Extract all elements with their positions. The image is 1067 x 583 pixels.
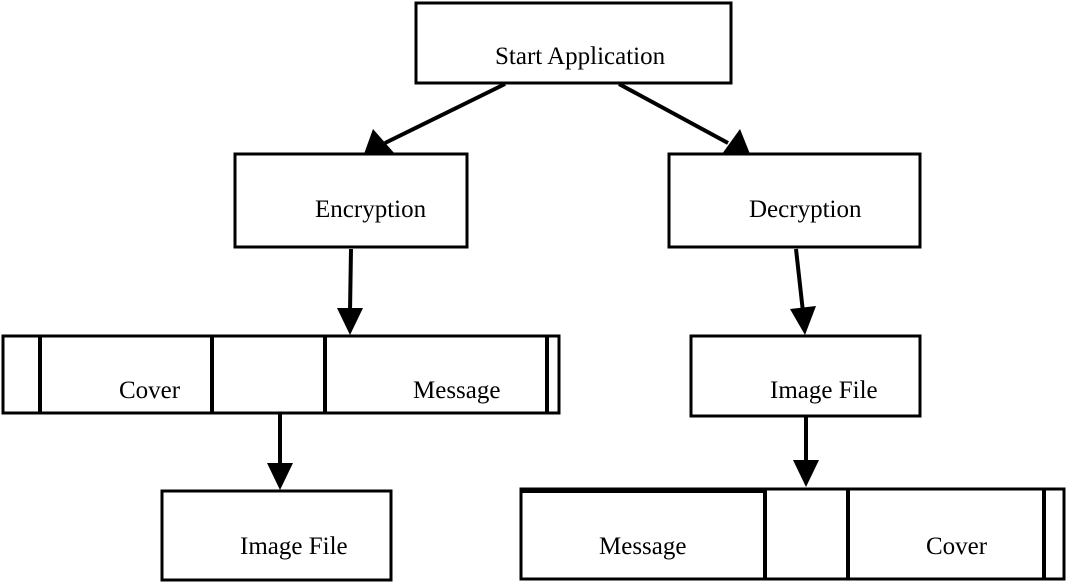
decryption-message-label: Message <box>599 533 686 560</box>
decryption-outputs-node: Message Cover <box>519 487 1066 581</box>
arrow-inputs-to-image-file <box>267 414 293 490</box>
decryption-cover-label: Cover <box>926 533 988 560</box>
encryption-cover-label: Cover <box>119 377 181 404</box>
arrow-image-file-to-outputs <box>793 417 819 487</box>
encryption-label: Encryption <box>315 196 427 223</box>
decryption-image-file-node: Image File <box>689 334 922 418</box>
decryption-node: Decryption <box>667 152 922 249</box>
arrow-decryption-to-image-file <box>790 248 816 335</box>
arrow-encryption-to-inputs <box>337 248 363 335</box>
encryption-inputs-node: Cover Message <box>1 334 561 415</box>
encryption-image-file-label: Image File <box>240 533 348 560</box>
encryption-node: Encryption <box>233 152 469 249</box>
arrow-start-to-decryption <box>618 82 750 154</box>
start-application-node: Start Application <box>414 1 733 85</box>
decryption-image-file-label: Image File <box>770 377 878 404</box>
encryption-image-file-node: Image File <box>160 489 393 582</box>
arrow-start-to-encryption <box>364 82 506 154</box>
encryption-message-label: Message <box>413 377 500 404</box>
decryption-label: Decryption <box>749 196 862 223</box>
start-application-label: Start Application <box>495 43 666 70</box>
